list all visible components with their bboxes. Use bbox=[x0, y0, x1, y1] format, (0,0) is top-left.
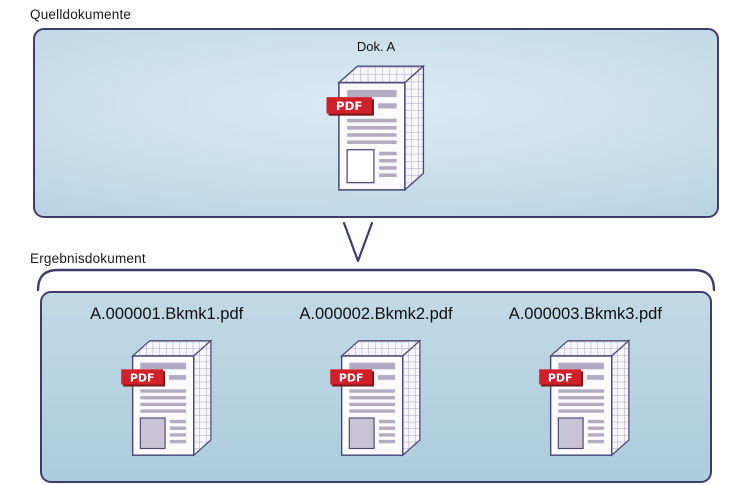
result-box: A.000001.Bkmk1.pdf A.000002.Bkmk2.pdf A.… bbox=[40, 291, 712, 483]
pdf-document-icon bbox=[537, 335, 633, 459]
result-filename: A.000002.Bkmk2.pdf bbox=[299, 305, 453, 323]
result-document: A.000003.Bkmk3.pdf bbox=[481, 305, 690, 459]
pdf-document-icon bbox=[328, 335, 424, 459]
result-filename: A.000001.Bkmk1.pdf bbox=[90, 305, 244, 323]
source-box: Dok. A bbox=[33, 28, 719, 218]
result-filename: A.000003.Bkmk3.pdf bbox=[508, 305, 662, 323]
source-section-label: Quelldokumente bbox=[30, 7, 132, 22]
result-document: A.000001.Bkmk1.pdf bbox=[62, 305, 271, 459]
source-document-title: Dok. A bbox=[356, 39, 396, 54]
result-document: A.000002.Bkmk2.pdf bbox=[271, 305, 480, 459]
down-arrow-icon bbox=[342, 221, 374, 263]
result-bracket bbox=[36, 268, 716, 291]
pdf-document-icon bbox=[119, 335, 215, 459]
pdf-document-icon bbox=[324, 60, 428, 194]
source-document: Dok. A bbox=[324, 30, 428, 194]
result-section-label: Ergebnisdokument bbox=[30, 251, 146, 266]
